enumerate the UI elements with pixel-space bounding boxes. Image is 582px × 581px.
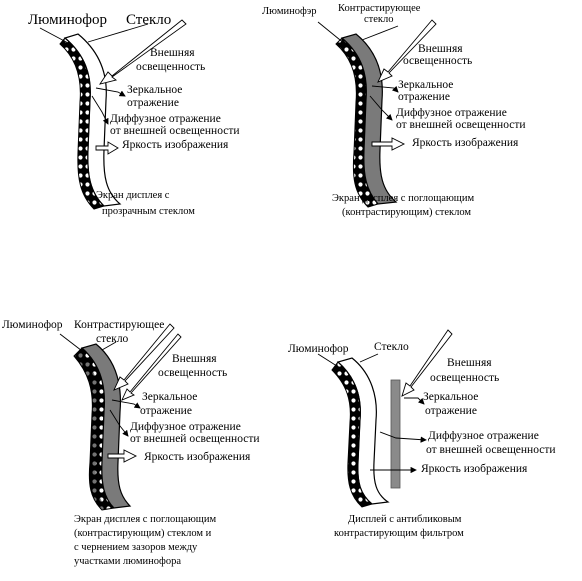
label-diffuse-2: от внешней освещенности bbox=[396, 119, 526, 131]
caption-2: контрастирующим фильтром bbox=[334, 528, 464, 539]
caption-1: Экран дисплея с поглощающим bbox=[74, 514, 216, 525]
label-diffuse-1: Диффузное отражение bbox=[396, 107, 507, 119]
label-glass-1: Контрастирующее bbox=[338, 3, 421, 14]
label-glass-1: Контрастирующее bbox=[74, 319, 164, 331]
label-diffuse-2: от внешней освещенности bbox=[130, 433, 260, 445]
label-glass: Стекло bbox=[374, 341, 409, 353]
panel-antiglare-filter: Люминофор Стекло Внешняя освещенность Зе… bbox=[288, 329, 556, 539]
glass-leader bbox=[359, 353, 379, 363]
specular-ray bbox=[95, 87, 126, 97]
external-light-arrow bbox=[377, 19, 437, 83]
brightness-arrow bbox=[95, 141, 119, 155]
external-light-arrow bbox=[98, 19, 187, 85]
label-specular-2: отражение bbox=[425, 405, 477, 417]
label-specular-2: отражение bbox=[398, 91, 450, 103]
glass-leader bbox=[101, 341, 117, 351]
caption-1: Экран дисплея с bbox=[96, 190, 170, 201]
panel-absorbing-glass-black-matrix: Люминофор Контрастирующее стекло Внешняя… bbox=[2, 319, 260, 567]
label-diffuse-1: Диффузное отражение bbox=[130, 421, 241, 433]
label-phosphor: Люминофор bbox=[28, 12, 107, 28]
specular-ray bbox=[371, 85, 399, 93]
label-brightness: Яркость изображения bbox=[412, 137, 519, 149]
external-light-arrow bbox=[401, 329, 453, 397]
label-external-2: освещенность bbox=[403, 55, 472, 67]
label-external-1: Внешняя bbox=[172, 353, 217, 365]
label-diffuse-1: Диффузное отражение bbox=[428, 430, 539, 442]
phosphor-layer bbox=[331, 361, 374, 508]
label-specular-2: отражение bbox=[140, 405, 192, 417]
label-external-2: освещенность bbox=[430, 372, 499, 384]
antiglare-filter bbox=[390, 379, 401, 489]
caption-2: (контрастирующим) стеклом bbox=[342, 207, 471, 218]
label-specular-1: Зеркальное bbox=[127, 84, 182, 96]
caption-1: Дисплей с антибликовым bbox=[348, 514, 462, 525]
glass-leader bbox=[87, 23, 149, 43]
phosphor-layer bbox=[59, 37, 105, 210]
label-external-1: Внешняя bbox=[418, 43, 463, 55]
specular-ray bbox=[111, 399, 141, 409]
label-specular-1: Зеркальное bbox=[423, 391, 478, 403]
caption-2: прозрачным стеклом bbox=[102, 206, 195, 217]
phosphor-leader bbox=[59, 333, 87, 355]
brightness-arrow bbox=[107, 449, 138, 463]
label-specular-1: Зеркальное bbox=[398, 79, 453, 91]
label-glass-2: стекло bbox=[364, 14, 394, 25]
label-external-2: освещенность bbox=[136, 61, 205, 73]
label-specular-1: Зеркальное bbox=[142, 391, 197, 403]
diffuse-ray bbox=[91, 95, 109, 125]
phosphor-leader bbox=[317, 353, 341, 369]
brightness-arrow bbox=[371, 137, 406, 151]
label-diffuse-2: от внешней освещенности bbox=[426, 444, 556, 456]
diffuse-ray bbox=[109, 409, 129, 437]
diffuse-ray bbox=[369, 95, 393, 121]
label-brightness: Яркость изображения bbox=[122, 139, 229, 151]
label-external-1: Внешняя bbox=[447, 357, 492, 369]
panel-absorbing-glass: Люминофэр Контрастирующее стекло Внешняя… bbox=[262, 3, 526, 218]
label-glass: Стекло bbox=[126, 12, 171, 28]
specular-ray bbox=[404, 397, 425, 405]
panel-clear-glass: Люминофор Стекло Внешняя освещенность Зе… bbox=[28, 12, 240, 217]
absorbing-glass-layer bbox=[340, 33, 398, 205]
label-brightness: Яркость изображения bbox=[421, 463, 528, 475]
label-diffuse-1: Диффузное отражение bbox=[110, 113, 221, 125]
diffuse-ray bbox=[379, 431, 427, 443]
label-external-1: Внешняя bbox=[150, 47, 195, 59]
label-glass-2: стекло bbox=[96, 333, 129, 345]
caption-2: (контрастирующим) стеклом и bbox=[74, 528, 212, 539]
caption-1: Экран дисплея с поглощающим bbox=[332, 193, 474, 204]
label-external-2: освещенность bbox=[158, 367, 227, 379]
glass-leader bbox=[361, 25, 399, 41]
label-phosphor: Люминофэр bbox=[262, 6, 317, 17]
phosphor-leader bbox=[317, 21, 346, 45]
external-light-arrow bbox=[113, 323, 175, 391]
label-specular-2: отражение bbox=[127, 97, 179, 109]
caption-4: участками люминофора bbox=[74, 556, 181, 567]
external-light-arrow-2 bbox=[121, 333, 182, 401]
label-phosphor: Люминофор bbox=[288, 343, 349, 355]
glass-layer bbox=[336, 357, 390, 505]
label-phosphor: Люминофор bbox=[2, 319, 63, 331]
black-matrix-layer bbox=[74, 352, 106, 510]
label-brightness: Яркость изображения bbox=[144, 451, 251, 463]
phosphor-leader bbox=[39, 27, 71, 45]
caption-3: с чернением зазоров между bbox=[74, 542, 198, 553]
label-diffuse-2: от внешней освещенности bbox=[110, 125, 240, 137]
